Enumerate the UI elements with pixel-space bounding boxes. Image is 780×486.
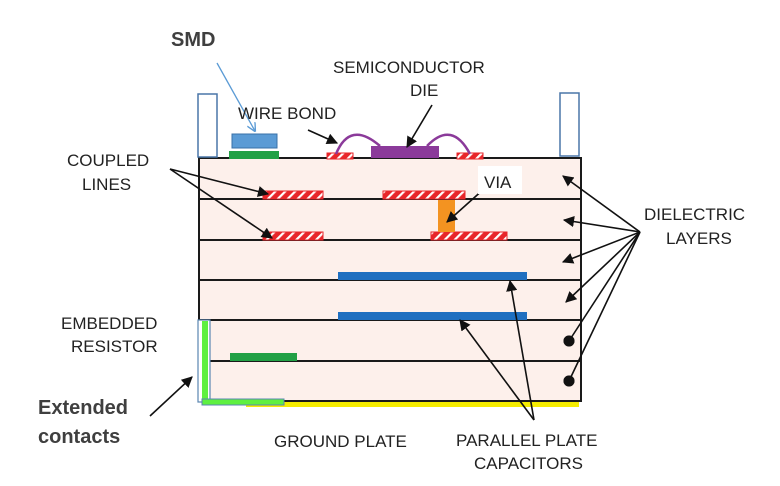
coupled-lines-arrow	[169, 168, 270, 197]
extended-contacts	[197, 319, 285, 406]
dielectric-arrow	[562, 175, 641, 233]
capacitor-arrow	[506, 279, 535, 421]
dielectric-layers-label: LAYERS	[666, 229, 732, 248]
smd-label: SMD	[171, 29, 215, 51]
wire-bond-pointer-arrow	[307, 129, 339, 144]
parallel-plate-capacitors-label: PARALLEL PLATE	[456, 431, 597, 450]
coupled-lines-arrow	[169, 168, 273, 239]
semiconductor-die-label: SEMICONDUCTOR	[333, 58, 485, 77]
via-label: VIA	[484, 173, 512, 192]
trace	[430, 231, 508, 241]
wire-bond-label: WIRE BOND	[238, 104, 336, 123]
edge-pin-left	[197, 93, 218, 158]
bond-pad-left	[326, 152, 354, 160]
wire-bond-right	[426, 133, 472, 155]
die-pointer-arrow	[406, 104, 433, 148]
dielectric-layers-label: DIELECTRIC	[644, 205, 745, 224]
dielectric-arrow	[563, 231, 641, 387]
semiconductor-die	[371, 146, 439, 158]
dielectric-arrow	[563, 231, 641, 347]
wire-bond-left	[334, 133, 381, 155]
smd-pad	[229, 151, 279, 159]
dielectric-arrow	[561, 231, 641, 264]
extended-contacts-label: Extended	[38, 397, 128, 419]
coupled-line-trace	[262, 190, 324, 200]
coupled-lines-label: COUPLED	[67, 151, 149, 170]
smd-component	[231, 133, 278, 149]
ground-plate	[246, 400, 579, 407]
edge-pin-right	[559, 92, 580, 157]
capacitor-arrow	[459, 319, 535, 421]
smd-pointer-arrow	[216, 62, 255, 131]
via	[438, 200, 455, 232]
via-label-bg	[478, 166, 522, 194]
embedded-resistor-label: RESISTOR	[71, 337, 158, 356]
extended-contacts-label: contacts	[38, 426, 120, 448]
capacitor-plate-top	[338, 272, 527, 280]
semiconductor-die-label: DIE	[410, 81, 438, 100]
trace	[382, 190, 466, 200]
coupled-line-trace	[262, 231, 324, 241]
extended-contacts-arrow	[149, 376, 193, 417]
embedded-resistor	[230, 353, 297, 361]
capacitor-plate-bottom	[338, 312, 527, 320]
ground-plate-label: GROUND PLATE	[274, 432, 407, 451]
dielectric-arrow	[565, 231, 641, 303]
parallel-plate-capacitors-label: CAPACITORS	[474, 454, 583, 473]
embedded-resistor-label: EMBEDDED	[61, 314, 157, 333]
coupled-lines-label: LINES	[82, 175, 131, 194]
dielectric-arrow	[562, 216, 641, 233]
